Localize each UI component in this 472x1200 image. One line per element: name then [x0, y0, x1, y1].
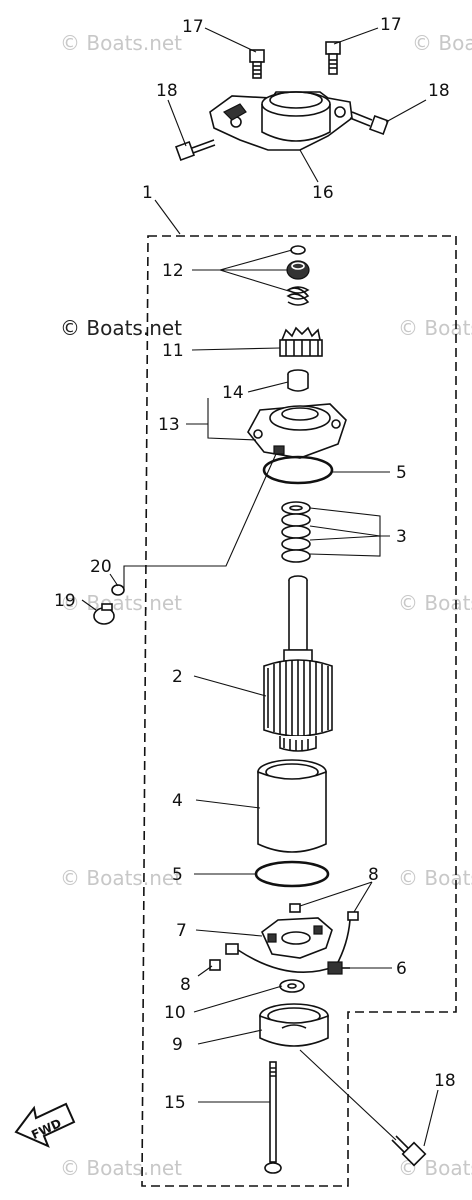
- callout-17-left: 17: [182, 17, 204, 37]
- part-5-oring-bottom: [254, 860, 330, 888]
- part-2-armature: [263, 575, 333, 752]
- part-8-brush-left: [225, 943, 239, 955]
- callout-8-top: 8: [368, 865, 379, 885]
- part-18-bolt-bottom: [391, 1135, 427, 1167]
- part-12-stop-set: [286, 245, 310, 306]
- watermark: © Boats.net: [60, 31, 182, 55]
- part-17-bolt-left: [249, 49, 265, 79]
- part-17-bolt-right: [325, 41, 341, 75]
- watermark: © Boats.net: [60, 316, 182, 340]
- callout-6: 6: [396, 959, 407, 979]
- leader-lines: [81, 27, 439, 1147]
- part-18-bolt-left: [175, 139, 216, 161]
- part-8-brush-top-right: [347, 911, 359, 921]
- part-13-front-housing: [247, 403, 347, 459]
- callout-3: 3: [396, 527, 407, 547]
- part-20-washer: [111, 584, 125, 596]
- part-11-pinion: [279, 326, 323, 357]
- callout-20: 20: [90, 557, 112, 577]
- part-7-brush-holder: [261, 917, 333, 959]
- watermark: © Boats.net: [412, 31, 472, 55]
- part-16-bracket: [209, 91, 353, 151]
- callout-13: 13: [158, 415, 180, 435]
- part-5-oring-top: [262, 455, 334, 485]
- callout-5-top: 5: [396, 463, 407, 483]
- fwd-arrow-icon: FWD: [14, 1102, 76, 1148]
- part-9-rear-cover: [259, 1003, 329, 1047]
- callout-11: 11: [162, 341, 184, 361]
- callout-16: 16: [312, 183, 334, 203]
- assembly-boundary: [141, 235, 457, 1187]
- watermark: © Boats.net: [60, 1156, 182, 1180]
- callout-7: 7: [176, 921, 187, 941]
- callout-17-right: 17: [380, 15, 402, 35]
- part-8-brush-top-left: [289, 903, 301, 913]
- part-4-yoke: [257, 759, 327, 853]
- callout-18-bottom: 18: [434, 1071, 456, 1091]
- callout-2: 2: [172, 667, 183, 687]
- watermark: © Boats.net: [398, 591, 472, 615]
- watermarks: © Boats.net © Boats.net © Boats.net © Bo…: [60, 31, 472, 1180]
- part-19-screw: [93, 603, 115, 625]
- callout-12: 12: [162, 261, 184, 281]
- part-10-washer-hole: [287, 983, 297, 989]
- callout-4: 4: [172, 791, 183, 811]
- callout-10: 10: [164, 1003, 186, 1023]
- callout-9: 9: [172, 1035, 183, 1055]
- callout-14: 14: [222, 383, 244, 403]
- part-3-brake-set: [281, 501, 311, 563]
- callout-5-bottom: 5: [172, 865, 183, 885]
- part-18-bolt-right: [349, 111, 389, 135]
- callout-19: 19: [54, 591, 76, 611]
- watermark: © Boats.net: [398, 316, 472, 340]
- callout-18-right: 18: [428, 81, 450, 101]
- watermark: © Boats.net: [60, 866, 182, 890]
- callout-1: 1: [142, 183, 153, 203]
- part-10-washer: [279, 979, 305, 993]
- watermark: © Boats.net: [398, 866, 472, 890]
- part-14-bushing: [287, 369, 309, 392]
- callout-15: 15: [164, 1093, 186, 1113]
- callout-18-left: 18: [156, 81, 178, 101]
- callout-8-bottom: 8: [180, 975, 191, 995]
- part-15-through-bolt: [264, 1061, 282, 1174]
- part-8-brush-lower: [209, 959, 221, 971]
- callout-labels: 17 17 18 18 16 1 12 11 14 13 5 3 20 19 2…: [54, 15, 456, 1113]
